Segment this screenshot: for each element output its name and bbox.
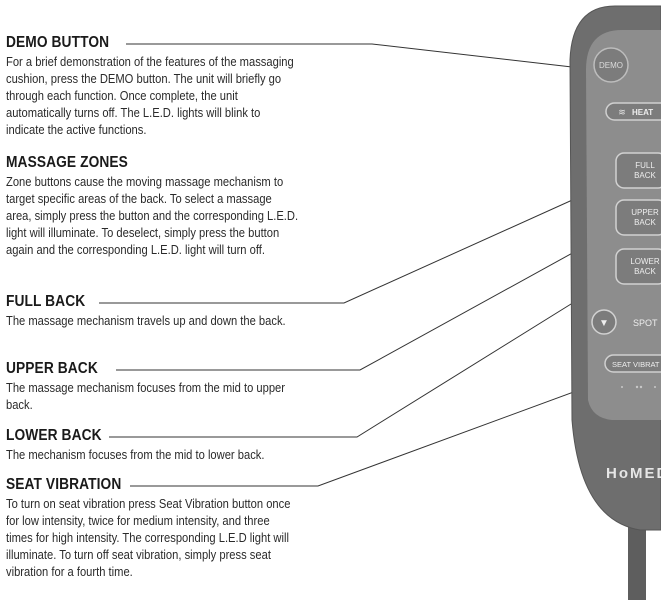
text-seat-vibration: To turn on seat vibration press Seat Vib…	[6, 496, 291, 579]
full-back-button[interactable]: FULL BACK	[615, 152, 661, 189]
lower-back-label-1: LOWER	[630, 257, 660, 266]
vibration-led-indicators	[621, 385, 656, 389]
leader-upper-back	[116, 233, 608, 371]
upper-back-label-1: UPPER	[631, 208, 659, 217]
demo-button-label: DEMO	[599, 61, 623, 70]
section-massage-zones: MASSAGE ZONES Zone buttons cause the mov…	[6, 154, 306, 258]
heading-seat-vibration: SEAT VIBRATION	[6, 476, 122, 493]
full-back-label-2: BACK	[634, 171, 656, 180]
text-massage-zones: Zone buttons cause the moving massage me…	[6, 174, 299, 257]
leader-seat-vibration	[130, 371, 629, 487]
heading-lower-back: LOWER BACK	[6, 427, 102, 444]
text-demo-button: For a brief demonstration of the feature…	[6, 54, 294, 137]
section-lower-back: LOWER BACK The mechanism focuses from th…	[6, 427, 306, 463]
section-upper-back: UPPER BACK The massage mechanism focuses…	[6, 360, 306, 413]
leader-full-back	[99, 182, 611, 304]
brand-logo: HoMEDi	[606, 465, 661, 482]
heat-icon: ≋	[618, 107, 626, 117]
seat-vibration-button[interactable]: SEAT VIBRAT	[604, 354, 661, 373]
heading-demo-button: DEMO BUTTON	[6, 34, 110, 51]
lower-back-button[interactable]: LOWER BACK	[615, 248, 661, 285]
full-back-label-1: FULL	[635, 161, 655, 170]
heading-full-back: FULL BACK	[6, 293, 86, 310]
upper-back-label-2: BACK	[634, 218, 656, 227]
text-upper-back: The massage mechanism focuses from the m…	[6, 380, 286, 412]
demo-button[interactable]: DEMO	[593, 47, 629, 83]
section-demo-button: DEMO BUTTON For a brief demonstration of…	[6, 34, 306, 138]
heat-button-label: HEAT	[632, 108, 653, 117]
chevron-down-icon: ▼	[599, 318, 609, 329]
section-seat-vibration: SEAT VIBRATION To turn on seat vibration…	[6, 476, 306, 580]
text-full-back: The massage mechanism travels up and dow…	[6, 313, 286, 328]
upper-back-button[interactable]: UPPER BACK	[615, 199, 661, 236]
spot-label: SPOT	[633, 318, 658, 328]
heat-button[interactable]: ≋ HEAT	[605, 102, 661, 121]
leader-lower-back	[109, 285, 601, 438]
text-lower-back: The mechanism focuses from the mid to lo…	[6, 447, 265, 462]
section-full-back: FULL BACK The massage mechanism travels …	[6, 293, 306, 329]
heading-upper-back: UPPER BACK	[6, 360, 98, 377]
spot-down-button[interactable]: ▼	[591, 309, 617, 335]
heading-massage-zones: MASSAGE ZONES	[6, 154, 128, 171]
seat-vibration-label: SEAT VIBRAT	[612, 360, 660, 369]
leader-demo	[126, 43, 599, 71]
lower-back-label-2: BACK	[634, 267, 656, 276]
